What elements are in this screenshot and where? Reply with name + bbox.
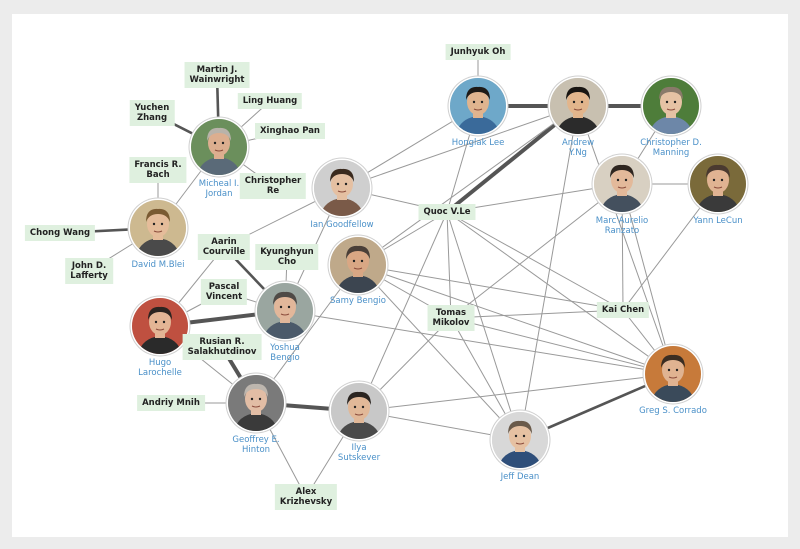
- person-name: Samy Bengio: [329, 296, 387, 306]
- tag-krizhevsky[interactable]: Alex Krizhevsky: [274, 484, 338, 510]
- person-name: Jeff Dean: [500, 472, 540, 482]
- avatar[interactable]: [643, 78, 699, 134]
- edge-yoshua-corrado: [284, 310, 674, 375]
- edge-samy-dean: [357, 264, 521, 441]
- avatar[interactable]: [645, 346, 701, 402]
- tag-xpan[interactable]: Xinghao Pan: [255, 123, 325, 139]
- edge-ranzato-quocle: [446, 183, 623, 213]
- tag-mnih[interactable]: Andriy Mnih: [137, 395, 205, 411]
- tag-cwang[interactable]: Chong Wang: [24, 225, 96, 241]
- edge-quocle-kchen: [446, 211, 624, 311]
- edge-ng-corrado: [577, 105, 674, 375]
- tag-kchen[interactable]: Kai Chen: [596, 302, 650, 318]
- person-name: Micheal I. Jordan: [198, 179, 240, 199]
- edge-quocle-sutskever: [358, 211, 448, 412]
- edge-ng-dean: [519, 105, 579, 441]
- avatar[interactable]: [257, 283, 313, 339]
- tag-junhyuk[interactable]: Junhyuk Oh: [445, 44, 511, 60]
- edge-sutskever-corrado: [358, 373, 674, 412]
- tag-salakh[interactable]: Rusian R. Salakhutdinov: [182, 334, 262, 360]
- person-name: Marc'Aurelio Ranzato: [595, 216, 649, 236]
- avatar[interactable]: [132, 298, 188, 354]
- person-name: Honglak Lee: [451, 138, 505, 148]
- avatar[interactable]: [330, 237, 386, 293]
- edge-ranzato-corrado: [621, 183, 674, 375]
- person-name: Hugo Larochelle: [138, 358, 182, 378]
- tag-re[interactable]: Christopher Re: [239, 173, 307, 199]
- edge-quocle-corrado: [446, 211, 674, 375]
- avatar[interactable]: [314, 160, 370, 216]
- person-name: David M.Blei: [131, 260, 185, 270]
- avatar[interactable]: [594, 156, 650, 212]
- edge-ng-samy: [357, 105, 579, 266]
- avatar[interactable]: [331, 383, 387, 439]
- tag-lafferty[interactable]: John D. Lafferty: [65, 258, 113, 284]
- avatar[interactable]: [228, 375, 284, 431]
- person-name: Yoshua Bengio: [270, 343, 300, 363]
- avatar[interactable]: [130, 200, 186, 256]
- tag-bach[interactable]: Francis R. Bach: [129, 157, 187, 183]
- edge-ng-goodfellow: [341, 105, 579, 189]
- avatar[interactable]: [450, 78, 506, 134]
- edge-samy-corrado: [357, 264, 674, 375]
- edge-mikolov-corrado: [450, 317, 674, 375]
- edge-mikolov-kchen: [450, 309, 624, 319]
- person-name: Geoffrey E. Hinton: [232, 435, 280, 455]
- edge-samy-kchen: [357, 264, 624, 311]
- avatar[interactable]: [492, 412, 548, 468]
- person-name: Yann LeCun: [693, 216, 743, 226]
- person-name: Ian Goodfellow: [310, 220, 374, 230]
- tag-quocle[interactable]: Quoc V.Le: [418, 204, 476, 220]
- person-name: Andrew Y.Ng: [561, 138, 595, 158]
- avatar[interactable]: [690, 156, 746, 212]
- tag-vincent[interactable]: Pascal Vincent: [200, 279, 248, 305]
- edge-quocle-mikolov: [446, 211, 452, 319]
- person-name: Greg S. Corrado: [639, 406, 707, 416]
- edge-ranzato-mikolov: [450, 183, 623, 319]
- person-name: Ilya Sutskever: [337, 443, 381, 463]
- tag-courville[interactable]: Aarin Courville: [197, 234, 251, 260]
- tag-zhang[interactable]: Yuchen Zhang: [129, 100, 175, 126]
- avatar[interactable]: [191, 119, 247, 175]
- avatar[interactable]: [550, 78, 606, 134]
- tag-wainwright[interactable]: Martin J. Wainwright: [184, 62, 250, 88]
- tag-lhuang[interactable]: Ling Huang: [237, 93, 303, 109]
- tag-cho[interactable]: Kyunghyun Cho: [255, 244, 319, 270]
- person-name: Christopher D. Manning: [640, 138, 702, 158]
- tag-mikolov[interactable]: Tomas Mikolov: [427, 305, 475, 331]
